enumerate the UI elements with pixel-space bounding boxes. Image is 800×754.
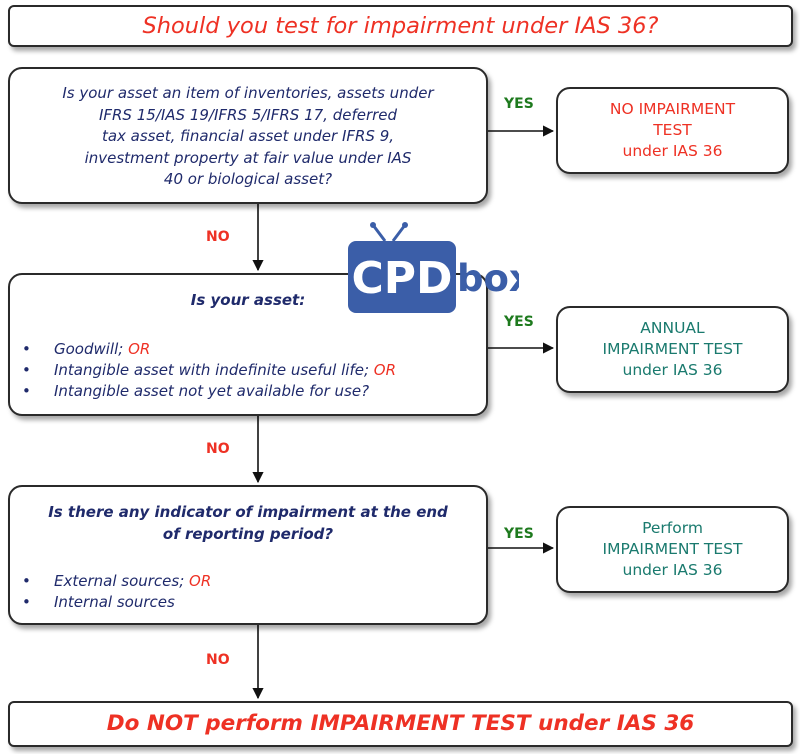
logo-box-text: box	[457, 257, 519, 300]
no-label-1: NO	[206, 229, 230, 245]
list-item: •Goodwill; OR	[22, 340, 151, 358]
list-item: •Internal sources	[22, 593, 175, 611]
no-label-2: NO	[206, 441, 230, 457]
logo-cpd-text: CPD	[351, 253, 452, 304]
cpdbox-logo: CPD box	[348, 222, 519, 313]
question-2-bullets: •Goodwill; OR •Intangible asset with ind…	[22, 339, 396, 402]
final-box: Do NOT perform IMPAIRMENT TEST under IAS…	[8, 701, 793, 747]
answer-box-annual-test: ANNUAL IMPAIRMENT TEST under IAS 36	[556, 306, 789, 393]
question-1-text: Is your asset an item of inventories, as…	[62, 84, 434, 188]
list-item: •Intangible asset with indefinite useful…	[22, 361, 397, 379]
answer-box-no-impairment: NO IMPAIRMENT TEST under IAS 36	[556, 87, 789, 174]
no-label-3: NO	[206, 652, 230, 668]
yes-label-1: YES	[504, 96, 534, 112]
final-text: Do NOT perform IMPAIRMENT TEST under IAS…	[106, 711, 695, 736]
question-box-1: Is your asset an item of inventories, as…	[8, 67, 488, 204]
page-title: Should you test for impairment under IAS…	[142, 13, 659, 39]
question-box-2: Is your asset: •Goodwill; OR •Intangible…	[8, 273, 488, 416]
answer-box-perform-test: Perform IMPAIRMENT TEST under IAS 36	[556, 506, 789, 593]
question-3-heading: Is there any indicator of impairment at …	[48, 503, 448, 543]
question-2-heading: Is your asset:	[190, 291, 306, 309]
list-item: •External sources; OR	[22, 572, 212, 590]
yes-label-3: YES	[504, 526, 534, 542]
question-3-bullets: •External sources; OR •Internal sources	[22, 571, 211, 613]
title-box: Should you test for impairment under IAS…	[8, 5, 793, 47]
question-box-3: Is there any indicator of impairment at …	[8, 485, 488, 625]
yes-label-2: YES	[504, 314, 534, 330]
list-item: •Intangible asset not yet available for …	[22, 382, 370, 400]
